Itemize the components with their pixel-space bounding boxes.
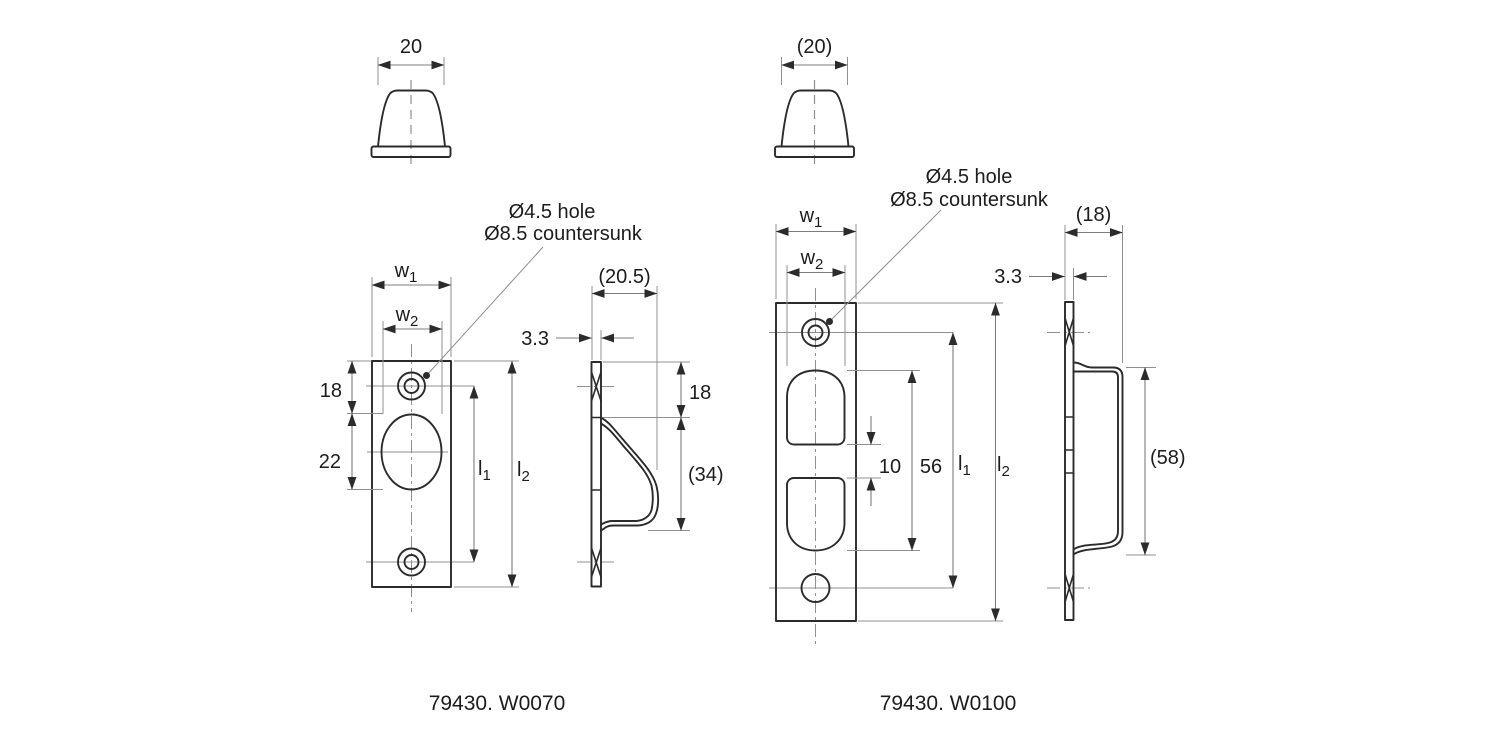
dim-top-width: (20) [781,36,848,85]
dim-w1: w1 [775,205,857,299]
w0100-side-view: (18) 3.3 (58) [994,204,1186,621]
dim-opening-gap: 10 [847,416,901,506]
dim-tongue-length: (34) [648,417,724,531]
dim-label-w2: w2 [395,304,419,330]
dim-label-l1: l1 [958,453,971,479]
dim-label-tongue-length: (58) [1150,447,1186,469]
dim-label-opening-height: 22 [319,451,341,473]
tongue-inner [600,422,654,526]
dim-tongue-length: (58) [1126,367,1186,556]
leader-dot [826,318,833,325]
plate-section [1064,301,1075,621]
leader-line [829,209,942,322]
latch-opening-lower [786,477,846,552]
dim-label-side-top-offset: 18 [689,382,711,404]
tongue-outer [1072,361,1124,556]
dim-label-openings-span: 56 [920,456,942,478]
latch-opening-upper [786,369,846,446]
w0070-side-view: (20.5) 3.3 18 (34) [521,266,724,588]
part-number-w0070: 79430. W0070 [429,692,566,715]
dim-w1: w1 [371,260,452,357]
dim-label-l2: l2 [997,454,1010,480]
bottom-hole [800,573,831,603]
dim-label-depth: (18) [1076,204,1112,226]
dome-base-plate [774,145,855,158]
drawing-w0100: (20) w1 w2 [769,36,1186,715]
tongue-inner [1072,370,1119,551]
plate-outline [371,360,452,588]
hole-callout: Ø4.5 hole Ø8.5 countersunk [826,166,1049,325]
w0100-top-view: (20) [774,36,855,168]
dim-l2: l2 [454,360,530,588]
dim-depth: (18) [1064,204,1123,363]
dim-top-width: 20 [377,36,445,85]
dim-label-tongue-length: (34) [688,464,724,486]
w0070-front-view: w1 w2 18 22 l1 [319,201,643,612]
dim-label-thickness: 3.3 [994,266,1022,288]
countersink-section-marks [1064,317,1075,603]
w0070-top-view: 20 [370,36,452,168]
dim-side-18: 18 [603,361,711,418]
dim-label-top-offset: 18 [320,380,342,402]
plate-section [590,361,602,588]
bottom-hole-countersink [397,547,426,577]
tongue-outer [600,416,660,532]
dim-openings-span: 56 [847,370,942,551]
leader-dot [423,372,430,379]
dim-w2: w2 [382,304,443,414]
latch-opening [380,413,443,491]
dim-label-l2: l2 [517,459,530,485]
top-hole-countersink [397,371,426,401]
dim-label-w2: w2 [800,247,824,273]
dim-l1: l1 [469,385,491,563]
dim-thickness: 3.3 [994,266,1107,300]
hole-note-line1: Ø4.5 hole [509,201,596,223]
top-hole-countersink [801,318,830,347]
top-hole [403,378,420,394]
top-hole [807,324,824,341]
dim-l1: l1 [948,332,971,589]
dim-label-thickness: 3.3 [521,328,549,350]
dim-18-22: 18 22 [319,360,383,490]
dim-label-top-width: (20) [797,36,833,58]
part-number-w0100: 79430. W0100 [880,692,1017,715]
dim-label-opening-gap: 10 [879,456,901,478]
dim-label-w1: w1 [799,205,823,231]
w0100-front-view: w1 w2 10 56 l [769,166,1049,646]
dome-outline [780,89,850,148]
hole-note-line2: Ø8.5 countersunk [890,189,1049,211]
bottom-hole [403,554,420,570]
dome-outline [377,89,446,148]
dim-l2: l2 [858,302,1010,622]
drawing-w0070: 20 w1 w2 [319,36,724,715]
dim-thickness: 3.3 [521,328,634,360]
leader-line [426,246,544,376]
hole-callout: Ø4.5 hole Ø8.5 countersunk [423,201,643,379]
dim-w2: w2 [786,247,846,366]
hole-note-line2: Ø8.5 countersunk [484,223,643,245]
hole-note-line1: Ø4.5 hole [926,166,1013,188]
dim-label-top-width: 20 [400,36,422,58]
dim-label-l1: l1 [478,458,491,484]
countersink-section-marks [590,371,602,578]
dim-label-depth: (20.5) [598,266,650,288]
dome-base-plate [370,145,452,158]
plate-outline [775,302,857,622]
dim-label-w1: w1 [394,260,418,286]
